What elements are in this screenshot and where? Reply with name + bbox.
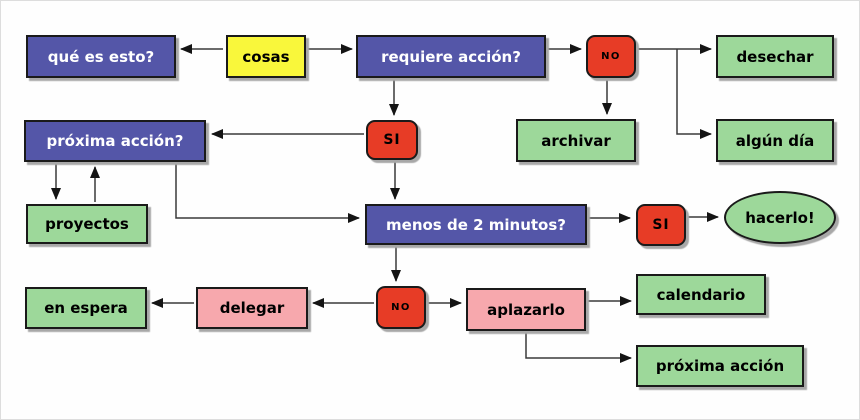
node-si-1: SI xyxy=(366,120,418,160)
node-hacerlo: hacerlo! xyxy=(724,191,836,244)
edge-aplazarlo-proxima-accion xyxy=(525,333,632,363)
node-cosas: cosas xyxy=(226,35,306,78)
edge-no-algun-dia xyxy=(676,49,712,139)
node-proxima-accion-pregunta: próxima acción? xyxy=(24,120,206,162)
node-si-2: SI xyxy=(636,204,686,246)
node-delegar: delegar xyxy=(196,287,308,329)
node-aplazarlo: aplazarlo xyxy=(466,288,586,331)
node-algun-dia: algún día xyxy=(716,119,834,162)
node-no-2: NO xyxy=(376,286,426,329)
node-archivar: archivar xyxy=(516,119,636,162)
edge-proxima-accion-menos-2-minutos xyxy=(175,163,360,223)
node-calendario: calendario xyxy=(636,274,766,315)
node-no-1: NO xyxy=(586,35,636,78)
node-menos-2-minutos: menos de 2 minutos? xyxy=(365,204,587,245)
node-proxima-accion: próxima acción xyxy=(636,345,804,387)
node-requiere-accion: requiere acción? xyxy=(356,35,546,78)
node-en-espera: en espera xyxy=(25,287,147,329)
node-proyectos: proyectos xyxy=(26,204,148,244)
node-desechar: desechar xyxy=(716,35,834,78)
node-que-es-esto: qué es esto? xyxy=(26,35,176,78)
